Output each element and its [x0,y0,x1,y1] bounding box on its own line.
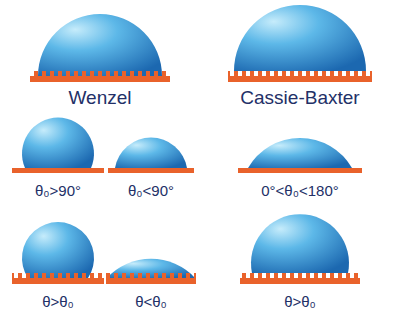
contact-angle-label: θ>θ₀ [42,294,74,311]
droplet [22,118,94,168]
cassie-sample [228,5,372,82]
droplet [251,214,349,273]
rough-samples [12,214,360,284]
rough-surface [240,273,360,278]
substrate [240,278,360,284]
droplet [248,138,352,168]
rough-surface [12,273,104,278]
model-name: Wenzel [68,88,131,109]
droplet [107,259,195,278]
contact-angle-label: θ₀>90° [35,183,81,200]
contact-angle-label: 0°<θ₀<180° [261,183,338,200]
droplet [38,14,162,76]
contact-angle-label: θ<θ₀ [135,294,167,311]
contact-angle-label: θ>θ₀ [284,294,316,311]
substrate [238,168,362,173]
substrate [106,278,196,284]
substrate [12,278,104,284]
model-name: Cassie-Baxter [240,88,359,109]
substrate [228,76,372,82]
droplet [22,222,94,278]
smooth-samples [12,118,362,173]
substrate [12,168,104,173]
substrate [108,168,194,173]
rough-surface [106,273,196,278]
substrate [30,76,170,82]
contact-angle-label: θ₀<90° [128,183,174,200]
rough-surface [30,71,170,76]
wenzel-sample [30,14,170,82]
droplet [115,138,187,168]
droplet [234,5,366,71]
rough-surface [228,71,372,76]
